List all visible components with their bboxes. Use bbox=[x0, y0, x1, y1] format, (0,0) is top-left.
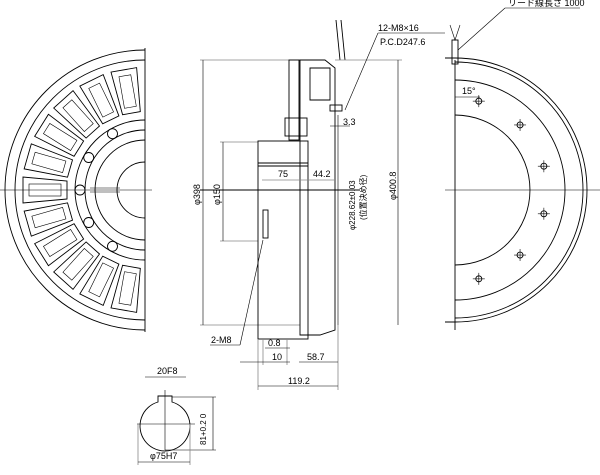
dim-dia-150: φ150 bbox=[212, 184, 222, 205]
coil-slot bbox=[23, 143, 74, 178]
tap-2-m8: 2-M8 bbox=[211, 335, 232, 345]
bolt-holes bbox=[472, 95, 550, 285]
coil-slot bbox=[53, 89, 101, 139]
pcd-spec: P.C.D247.6 bbox=[380, 37, 425, 47]
key-height: 81+0.2 0 bbox=[199, 413, 208, 445]
mounting-hole bbox=[74, 184, 86, 196]
dim-dia-228: φ228.62±0.03 bbox=[348, 180, 357, 230]
dim-44-2: 44.2 bbox=[313, 169, 331, 179]
coil-slot bbox=[79, 255, 120, 306]
dim-10: 10 bbox=[272, 352, 282, 362]
coil-slot bbox=[34, 223, 85, 267]
lead-wire-length: リード線長さ 1000 bbox=[508, 0, 585, 8]
dim-3-3: 3.3 bbox=[343, 117, 356, 127]
dim-58-7: 58.7 bbox=[307, 352, 325, 362]
coil-slot bbox=[53, 241, 101, 291]
side-view: φ398 φ150 75 44.2 3.3 φ228.62±0.03 (位置決め… bbox=[192, 19, 445, 390]
mounting-hole bbox=[83, 217, 95, 228]
rear-view-right-half: リード線長さ 1000 15° bbox=[445, 0, 600, 330]
coil-slot bbox=[34, 113, 85, 157]
dim-dia-398: φ398 bbox=[192, 184, 202, 205]
dim-dia-228-note: (位置決め径) bbox=[358, 174, 368, 220]
bore-detail: 20F8 81+0.2 0 φ75H7 bbox=[137, 366, 216, 465]
coil-slot bbox=[22, 176, 68, 204]
mounting-hole bbox=[107, 128, 118, 140]
dim-119-2: 119.2 bbox=[288, 376, 310, 386]
key-width: 20F8 bbox=[157, 366, 178, 376]
front-view-left-half bbox=[0, 48, 152, 332]
angle-15: 15° bbox=[462, 86, 476, 96]
dim-0-8: 0.8 bbox=[268, 338, 281, 348]
dim-75: 75 bbox=[278, 169, 288, 179]
coil-slot bbox=[110, 264, 141, 313]
dim-dia-400-8: φ400.8 bbox=[388, 172, 398, 200]
coil-slot bbox=[23, 202, 74, 237]
coil-slots bbox=[22, 67, 141, 313]
coil-slot bbox=[110, 67, 141, 116]
mounting-hole bbox=[83, 152, 95, 163]
mounting-holes bbox=[74, 128, 118, 252]
bore-diameter: φ75H7 bbox=[150, 451, 177, 461]
coil-slot bbox=[79, 74, 120, 125]
bolt-spec: 12-M8×16 bbox=[378, 23, 419, 33]
mounting-hole bbox=[107, 240, 118, 252]
